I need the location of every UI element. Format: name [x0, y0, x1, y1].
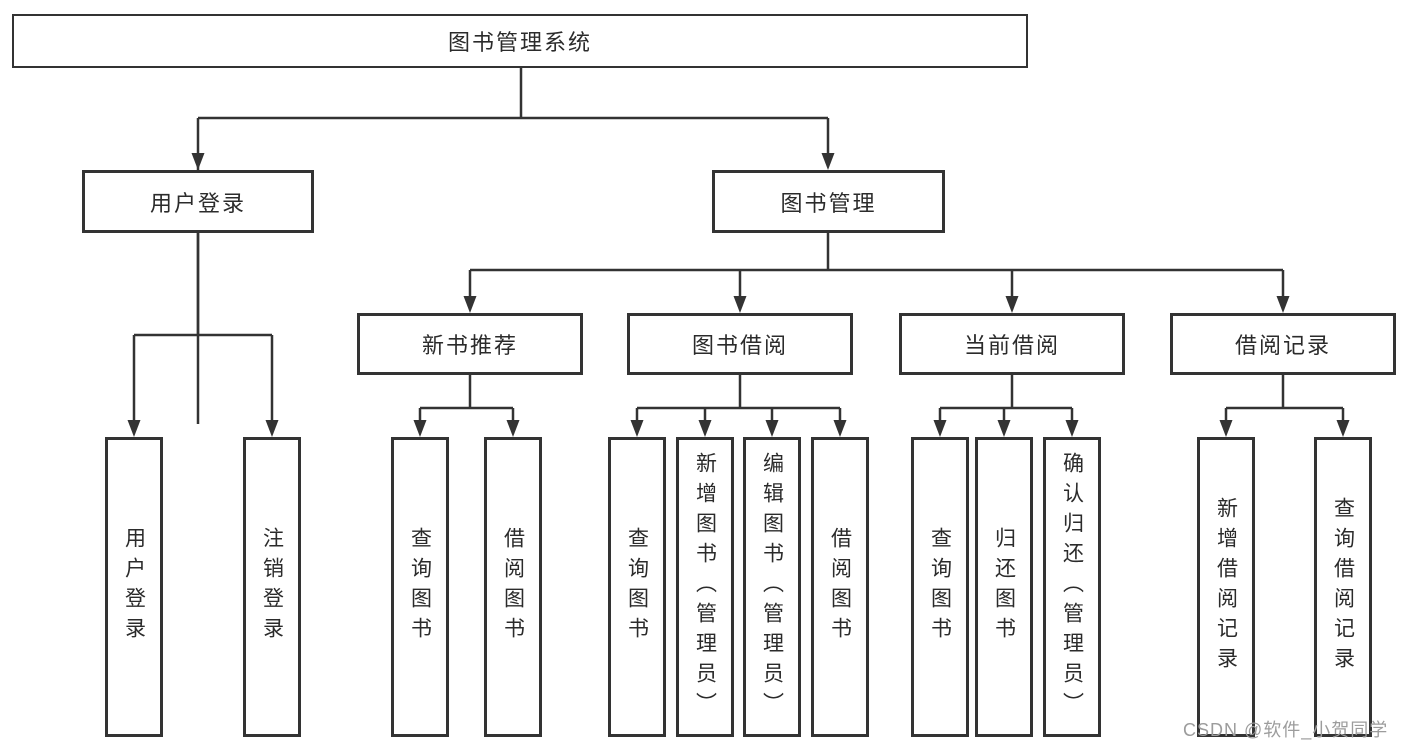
csdn-watermark: CSDN @软件_小贺同学 — [1183, 720, 1389, 740]
connector-userlogin-to-leaves — [132, 233, 274, 424]
node-label: 新书推荐 — [421, 333, 518, 358]
leaf-user-login: 用户登录 — [105, 437, 163, 737]
leaf-label: 注销登录 — [260, 527, 284, 647]
node-new-book-recommend: 新书推荐 — [357, 313, 583, 375]
node-book-management: 图书管理 — [712, 170, 945, 233]
node-label: 用户登录 — [149, 190, 246, 216]
leaf-label: 查询借阅记录 — [1331, 497, 1355, 677]
leaf-label: 新增借阅记录 — [1214, 497, 1238, 677]
leaf-add-books-admin: 新增图书（管理员） — [676, 437, 734, 737]
connector-records-to-leaves — [1224, 375, 1345, 424]
leaf-label: 查询图书 — [408, 527, 432, 647]
leaf-return-books: 归还图书 — [975, 437, 1033, 737]
leaf-logout: 注销登录 — [243, 437, 301, 737]
connector-bookborrow-to-leaves — [635, 375, 842, 424]
node-borrow-records: 借阅记录 — [1170, 313, 1396, 375]
leaf-label: 归还图书 — [992, 527, 1016, 647]
leaf-edit-books-admin: 编辑图书（管理员） — [743, 437, 801, 737]
leaf-label: 新增图书（管理员） — [693, 452, 717, 722]
node-label: 图书管理 — [780, 190, 877, 216]
node-label: 借阅记录 — [1234, 333, 1331, 358]
leaf-confirm-return-admin: 确认归还（管理员） — [1043, 437, 1101, 737]
node-label: 图书管理系统 — [447, 30, 592, 55]
leaf-label: 查询图书 — [928, 527, 952, 647]
leaf-label: 确认归还（管理员） — [1060, 452, 1084, 722]
leaf-label: 借阅图书 — [828, 527, 852, 647]
node-user-login: 用户登录 — [82, 170, 314, 233]
connector-currentborrow-to-leaves — [938, 375, 1074, 424]
leaf-query-books-recommend: 查询图书 — [391, 437, 449, 737]
leaf-label: 用户登录 — [122, 527, 146, 647]
leaf-label: 查询图书 — [625, 527, 649, 647]
leaf-borrow-books-recommend: 借阅图书 — [484, 437, 542, 737]
leaf-label: 借阅图书 — [501, 527, 525, 647]
leaf-query-books-current: 查询图书 — [911, 437, 969, 737]
connector-bookmgmt-to-level3 — [468, 233, 1285, 300]
node-book-borrow: 图书借阅 — [627, 313, 853, 375]
connector-newbooks-to-leaves — [418, 375, 515, 424]
leaf-query-books-borrow: 查询图书 — [608, 437, 666, 737]
node-library-management-system: 图书管理系统 — [12, 14, 1028, 68]
node-current-borrow: 当前借阅 — [899, 313, 1125, 375]
leaf-label: 编辑图书（管理员） — [760, 452, 784, 722]
node-label: 图书借阅 — [691, 333, 788, 358]
leaf-add-borrow-record: 新增借阅记录 — [1197, 437, 1255, 737]
leaf-query-borrow-record: 查询借阅记录 — [1314, 437, 1372, 737]
leaf-borrow-books: 借阅图书 — [811, 437, 869, 737]
node-label: 当前借阅 — [963, 333, 1060, 358]
